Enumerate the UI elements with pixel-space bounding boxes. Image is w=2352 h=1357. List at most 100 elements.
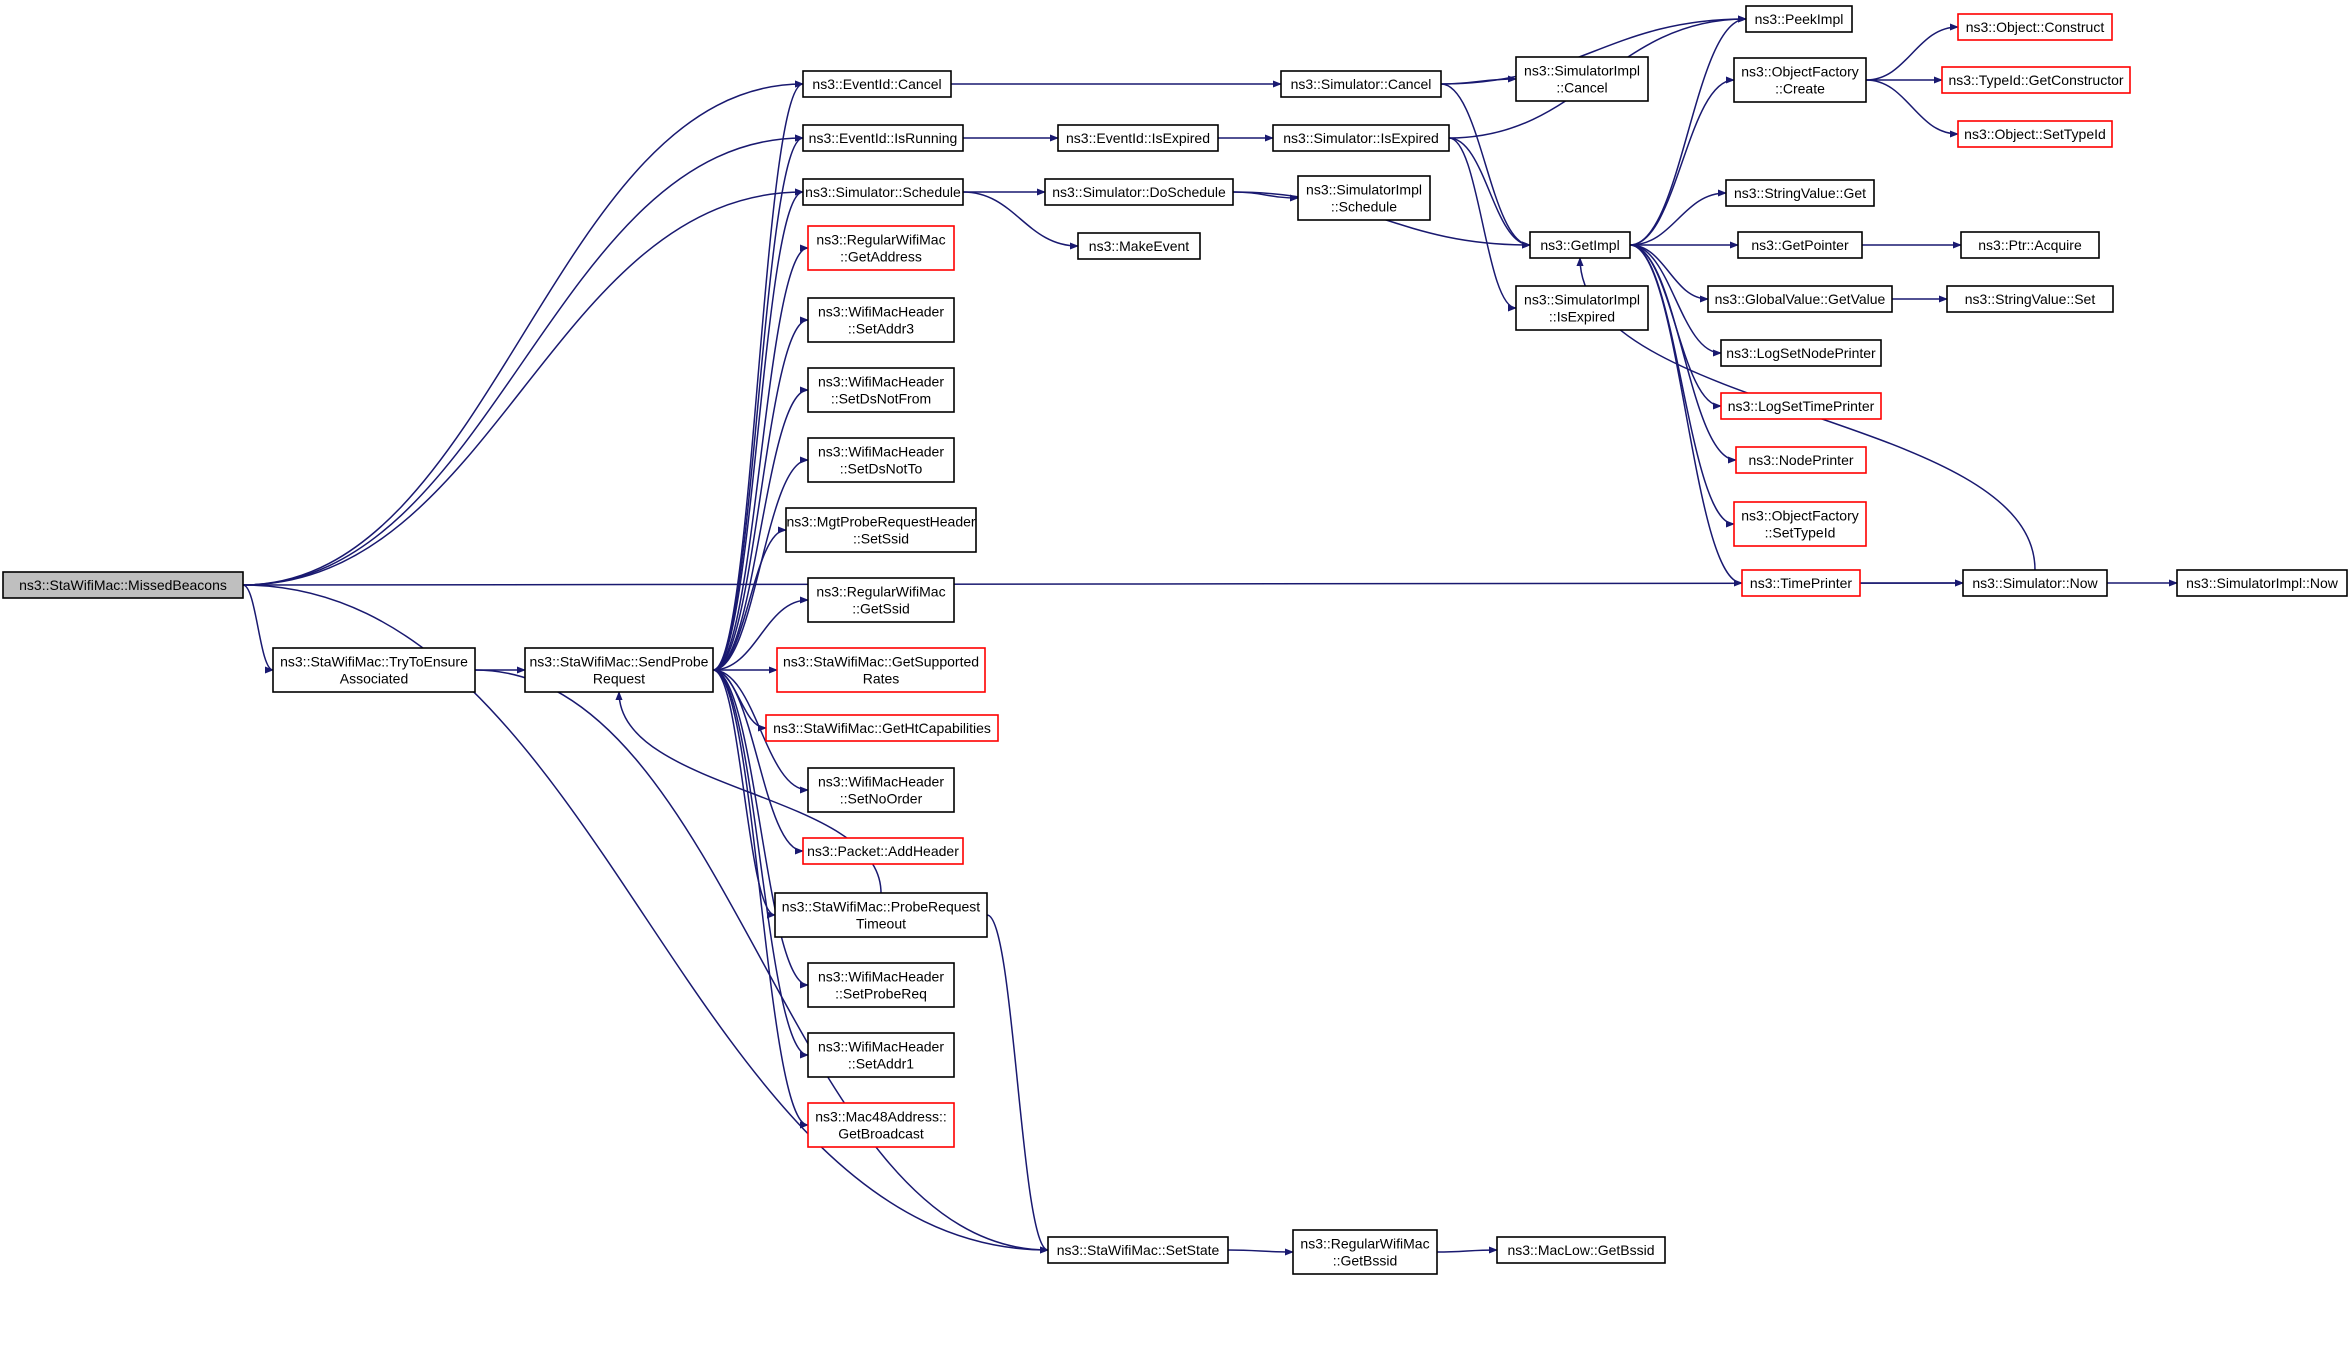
node-globalGetValue[interactable]: ns3::GlobalValue::GetValue — [1707, 285, 1893, 313]
edge-line — [1865, 23, 1959, 81]
edge-setState-to-rwmGetBssid — [1227, 1248, 1294, 1256]
edge-line — [1629, 15, 1747, 246]
node-getHtCaps[interactable]: ns3::StaWifiMac::GetHtCapabilities — [765, 714, 999, 742]
node-objConstruct[interactable]: ns3::Object::Construct — [1957, 13, 2113, 41]
node-makeEvent[interactable]: ns3::MakeEvent — [1077, 232, 1201, 260]
node-box — [802, 70, 952, 98]
node-label: ns3::GetPointer — [1751, 237, 1849, 253]
node-label: ns3::Simulator::DoSchedule — [1052, 184, 1226, 200]
node-setState[interactable]: ns3::StaWifiMac::SetState — [1047, 1236, 1229, 1264]
node-objFactoryCreate[interactable]: ns3::ObjectFactory::Create — [1733, 57, 1867, 103]
edge-sendProbe-to-setAddr1 — [712, 669, 809, 1059]
node-label: ns3::StringValue::Get — [1734, 185, 1866, 201]
node-simSchedule[interactable]: ns3::Simulator::Schedule — [802, 178, 964, 206]
node-label: ns3::StringValue::Set — [1965, 291, 2096, 307]
node-logSetTimePrinter[interactable]: ns3::LogSetTimePrinter — [1720, 392, 1882, 420]
node-timePrinter[interactable]: ns3::TimePrinter — [1741, 569, 1861, 597]
node-label: ::SetDsNotTo — [840, 461, 923, 477]
node-setAddr3[interactable]: ns3::WifiMacHeader::SetAddr3 — [807, 297, 955, 343]
node-nodePrinter[interactable]: ns3::NodePrinter — [1735, 446, 1867, 474]
node-stringValueSet[interactable]: ns3::StringValue::Set — [1946, 285, 2114, 313]
edge-line — [242, 80, 804, 586]
node-eventIsRunning[interactable]: ns3::EventId::IsRunning — [802, 124, 964, 152]
node-simNow[interactable]: ns3::Simulator::Now — [1962, 569, 2108, 597]
node-box — [1529, 231, 1631, 259]
node-box — [1737, 231, 1863, 259]
node-objSetTypeId[interactable]: ns3::Object::SetTypeId — [1957, 120, 2113, 148]
node-simCancel[interactable]: ns3::Simulator::Cancel — [1280, 70, 1442, 98]
node-label: ns3::GlobalValue::GetValue — [1715, 291, 1886, 307]
node-eventCancel[interactable]: ns3::EventId::Cancel — [802, 70, 952, 98]
node-simImplSchedule[interactable]: ns3::SimulatorImpl::Schedule — [1297, 175, 1431, 221]
edge-missedBeacons-to-tryToEnsure — [242, 584, 274, 674]
node-macLowGetBssid[interactable]: ns3::MacLow::GetBssid — [1496, 1236, 1666, 1264]
node-setNoOrder[interactable]: ns3::WifiMacHeader::SetNoOrder — [807, 767, 955, 813]
edge-sendProbe-to-setProbeReq — [712, 669, 809, 989]
edge-sendProbe-to-rwmGetAddress — [712, 244, 809, 671]
node-box — [765, 714, 999, 742]
edge-line — [1629, 244, 1722, 357]
node-addHeader[interactable]: ns3::Packet::AddHeader — [802, 837, 964, 865]
node-label: ns3::WifiMacHeader — [818, 969, 944, 985]
node-box — [1515, 285, 1649, 331]
node-setAddr1[interactable]: ns3::WifiMacHeader::SetAddr1 — [807, 1032, 955, 1078]
edge-line — [1629, 244, 1737, 464]
node-simImplNow[interactable]: ns3::SimulatorImpl::Now — [2176, 569, 2348, 597]
node-setDsNotTo[interactable]: ns3::WifiMacHeader::SetDsNotTo — [807, 437, 955, 483]
node-label: ::GetSsid — [852, 601, 910, 617]
node-box — [1515, 56, 1649, 102]
node-label: Associated — [340, 671, 408, 687]
node-simIsExpired[interactable]: ns3::Simulator::IsExpired — [1272, 124, 1450, 152]
node-rwmGetBssid[interactable]: ns3::RegularWifiMac::GetBssid — [1292, 1229, 1438, 1275]
node-simImplIsExpired[interactable]: ns3::SimulatorImpl::IsExpired — [1515, 285, 1649, 331]
node-simImplCancel[interactable]: ns3::SimulatorImpl::Cancel — [1515, 56, 1649, 102]
node-label: ns3::TypeId::GetConstructor — [1948, 72, 2123, 88]
node-box — [1725, 179, 1875, 207]
node-box — [1044, 178, 1234, 206]
edge-sendProbe-to-probeTimeout — [712, 669, 776, 919]
node-setProbeReq[interactable]: ns3::WifiMacHeader::SetProbeReq — [807, 962, 955, 1008]
node-box — [1707, 285, 1893, 313]
node-typeIdGetCtor[interactable]: ns3::TypeId::GetConstructor — [1941, 66, 2131, 94]
edge-line — [1227, 1248, 1294, 1256]
node-label: ns3::SimulatorImpl — [1524, 63, 1640, 79]
edge-objFactoryCreate-to-objSetTypeId — [1865, 79, 1959, 138]
node-missedBeacons[interactable]: ns3::StaWifiMac::MissedBeacons — [2, 571, 244, 599]
node-box — [272, 647, 476, 693]
node-objFactorySetTypeId[interactable]: ns3::ObjectFactory::SetTypeId — [1733, 501, 1867, 547]
node-eventIsExpired[interactable]: ns3::EventId::IsExpired — [1057, 124, 1219, 152]
node-box — [1280, 70, 1442, 98]
node-box — [785, 507, 977, 553]
node-ptrAcquire[interactable]: ns3::Ptr::Acquire — [1960, 231, 2100, 259]
node-box — [1720, 339, 1882, 367]
node-stringValueGet[interactable]: ns3::StringValue::Get — [1725, 179, 1875, 207]
edge-line — [712, 669, 809, 1129]
edge-line — [712, 80, 804, 671]
edge-line — [712, 669, 809, 989]
node-label: ns3::EventId::IsRunning — [809, 130, 958, 146]
node-setDsNotFrom[interactable]: ns3::WifiMacHeader::SetDsNotFrom — [807, 367, 955, 413]
edge-probeTimeout-to-setState — [986, 914, 1049, 1254]
node-rwmGetAddress[interactable]: ns3::RegularWifiMac::GetAddress — [807, 225, 955, 271]
node-box — [776, 647, 986, 693]
node-getImpl[interactable]: ns3::GetImpl — [1529, 231, 1631, 259]
edge-missedBeacons-to-simNow — [242, 579, 1964, 587]
edge-sendProbe-to-setDsNotFrom — [712, 386, 809, 671]
node-logSetNodePrinter[interactable]: ns3::LogSetNodePrinter — [1720, 339, 1882, 367]
node-getPointer[interactable]: ns3::GetPointer — [1737, 231, 1863, 259]
node-label: ns3::SimulatorImpl — [1524, 292, 1640, 308]
node-peekImpl[interactable]: ns3::PeekImpl — [1745, 5, 1853, 33]
node-setSsid[interactable]: ns3::MgtProbeRequestHeader::SetSsid — [785, 507, 977, 553]
node-getSsid[interactable]: ns3::RegularWifiMac::GetSsid — [807, 577, 955, 623]
node-label: ::Create — [1775, 81, 1825, 97]
node-doSchedule[interactable]: ns3::Simulator::DoSchedule — [1044, 178, 1234, 206]
node-box — [807, 297, 955, 343]
node-label: ns3::StaWifiMac::GetHtCapabilities — [773, 720, 991, 736]
edge-line — [1448, 137, 1517, 312]
node-getBroadcast[interactable]: ns3::Mac48Address::GetBroadcast — [807, 1102, 955, 1148]
node-label: ns3::TimePrinter — [1750, 575, 1853, 591]
